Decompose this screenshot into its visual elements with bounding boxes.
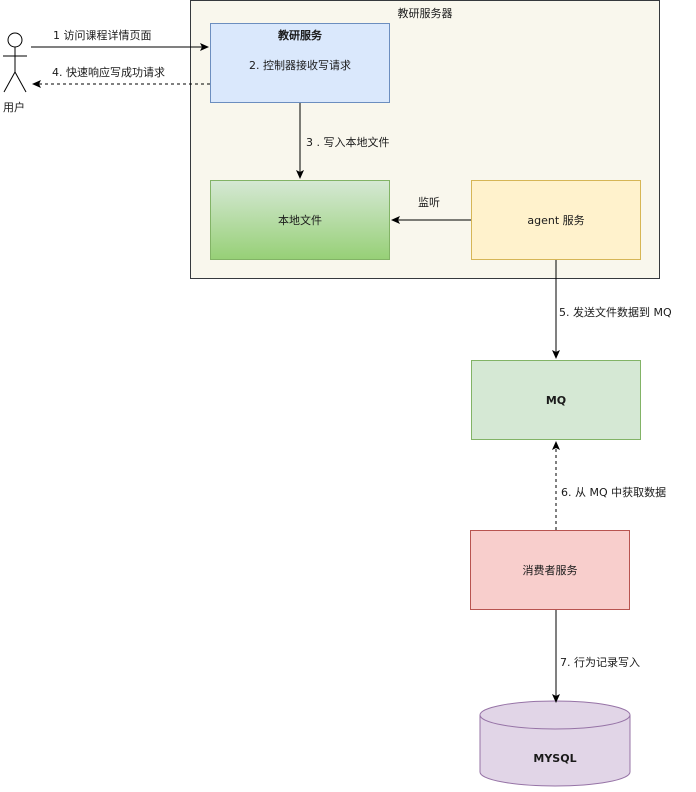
edge-6-label: 6. 从 MQ 中获取数据 <box>561 484 667 500</box>
local-file-label: 本地文件 <box>278 214 322 227</box>
edge-4-label: 4. 快速响应写成功请求 <box>52 66 165 79</box>
mysql-cylinder[interactable] <box>475 697 635 792</box>
teaching-service-subtitle: 2. 控制器接收写请求 <box>249 59 351 72</box>
mq-label: MQ <box>545 393 567 407</box>
edge-7-label: 7. 行为记录写入 <box>560 654 640 670</box>
user-actor-icon <box>3 32 27 93</box>
mysql-label-wrap: MYSQL <box>480 735 630 781</box>
agent-service-node[interactable]: agent 服务 <box>471 180 641 260</box>
mq-node[interactable]: MQ <box>471 360 641 440</box>
mysql-label: MYSQL <box>533 751 577 765</box>
teaching-service-title: 教研服务 <box>278 29 322 42</box>
edge-5-label: 5. 发送文件数据到 MQ <box>559 304 672 320</box>
server-group-title: 教研服务器 <box>397 7 453 20</box>
edge-listen-label: 监听 <box>418 196 440 209</box>
consumer-service-label: 消费者服务 <box>522 564 578 577</box>
edge-1-label: 1 访问课程详情页面 <box>53 29 152 42</box>
edge-3-label: 3 . 写入本地文件 <box>306 136 390 149</box>
agent-service-label: agent 服务 <box>527 214 585 227</box>
local-file-node[interactable]: 本地文件 <box>210 180 390 260</box>
consumer-service-node[interactable]: 消费者服务 <box>470 530 630 610</box>
user-actor-label: 用户 <box>3 101 25 114</box>
teaching-service-node[interactable]: 教研服务 2. 控制器接收写请求 <box>210 23 390 103</box>
